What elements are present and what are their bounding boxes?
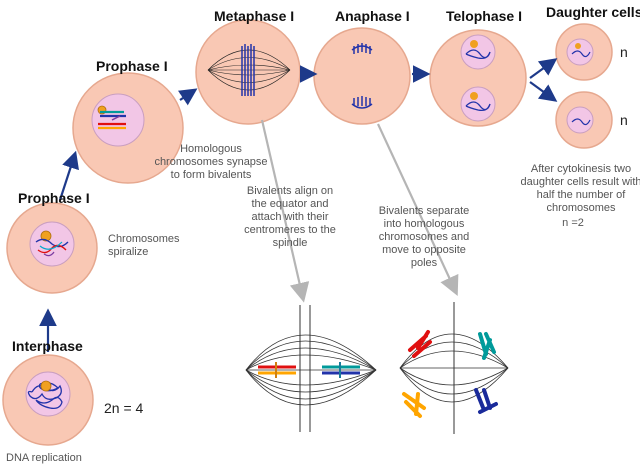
cell-interphase	[2, 354, 94, 446]
title-telophase: Telophase I	[446, 8, 522, 24]
title-interphase: Interphase	[12, 338, 83, 354]
note-anaphase: Bivalents separate into homologous chrom…	[378, 205, 470, 269]
chromosome-teal	[478, 332, 496, 360]
anaphase-detail	[399, 302, 509, 434]
cell-daughter-top	[555, 23, 613, 81]
separating-chromosomes	[351, 43, 373, 109]
note-synapse: Homologous chromosomes synapse to form b…	[154, 143, 268, 181]
note-spiralize: Chromosomes spiralize	[108, 233, 180, 258]
note-n-equals: n =2	[562, 217, 584, 229]
cell-anaphase	[313, 27, 411, 125]
title-prophase-early: Prophase I	[18, 190, 90, 206]
aligned-chromosomes	[241, 44, 255, 96]
cell-prophase-late	[72, 72, 184, 184]
cell-prophase-early	[6, 202, 98, 294]
chromosome-blue	[474, 388, 498, 414]
cell-telophase	[429, 29, 527, 127]
chromosome-red	[408, 330, 432, 358]
chromosome-orange	[402, 392, 426, 418]
note-metaphase: Bivalents align on the equator and attac…	[244, 185, 336, 249]
label-daughter-n-bottom: n	[620, 112, 628, 128]
title-anaphase: Anaphase I	[335, 8, 410, 24]
note-dna-replication: DNA replication	[6, 452, 82, 464]
title-prophase-late: Prophase I	[96, 58, 168, 74]
cell-metaphase	[195, 19, 301, 125]
chromatin-tangle	[27, 380, 63, 410]
progression-arrows	[39, 58, 558, 352]
detail-arrows	[260, 119, 459, 303]
title-metaphase: Metaphase I	[214, 8, 295, 24]
note-cytokinesis: After cytokinesis two daughter cells res…	[520, 163, 640, 214]
bivalent-right	[322, 362, 360, 378]
label-daughter-n-top: n	[620, 44, 628, 60]
metaphase-detail	[245, 305, 377, 432]
title-daughter-cells: Daughter cells	[546, 4, 640, 20]
cell-daughter-bottom	[555, 91, 613, 149]
bivalents	[98, 110, 126, 130]
note-ploidy: 2n = 4	[104, 400, 144, 416]
bivalent-left	[258, 362, 296, 378]
